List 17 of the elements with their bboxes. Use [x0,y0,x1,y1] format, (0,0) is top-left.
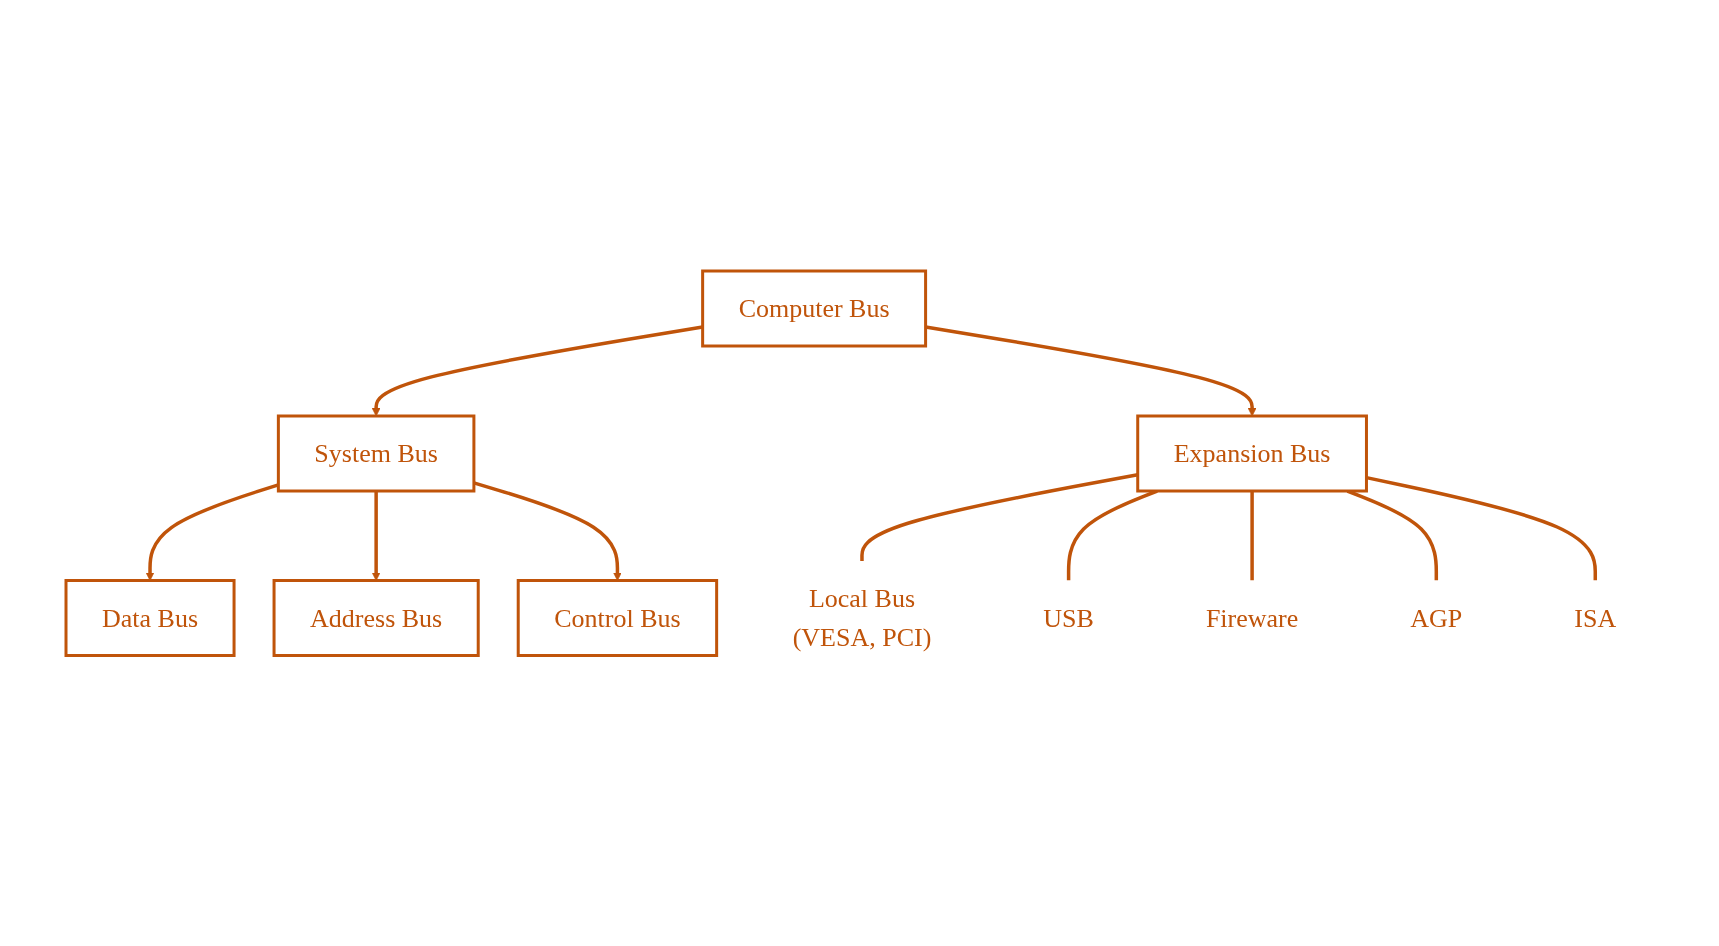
node-text: Fireware [1206,603,1299,633]
node-text: ISA [1574,603,1617,633]
arrow [372,325,704,417]
node-box: Address Bus [272,579,481,657]
connector [1366,475,1598,581]
connector [1250,491,1255,581]
node-box: Control Bus [517,579,719,657]
node-box: Computer Bus [701,269,928,348]
node-text: Local Bus (VESA, PCI) [793,584,932,652]
node-box: Data Bus [64,579,236,657]
arrow [925,325,1257,417]
arrow [372,491,381,581]
connector [860,473,1139,561]
node-text: USB [1043,603,1095,633]
node-box: Expansion Bus [1136,414,1369,493]
node-box: System Bus [277,414,476,493]
node-text: AGP [1410,603,1463,633]
